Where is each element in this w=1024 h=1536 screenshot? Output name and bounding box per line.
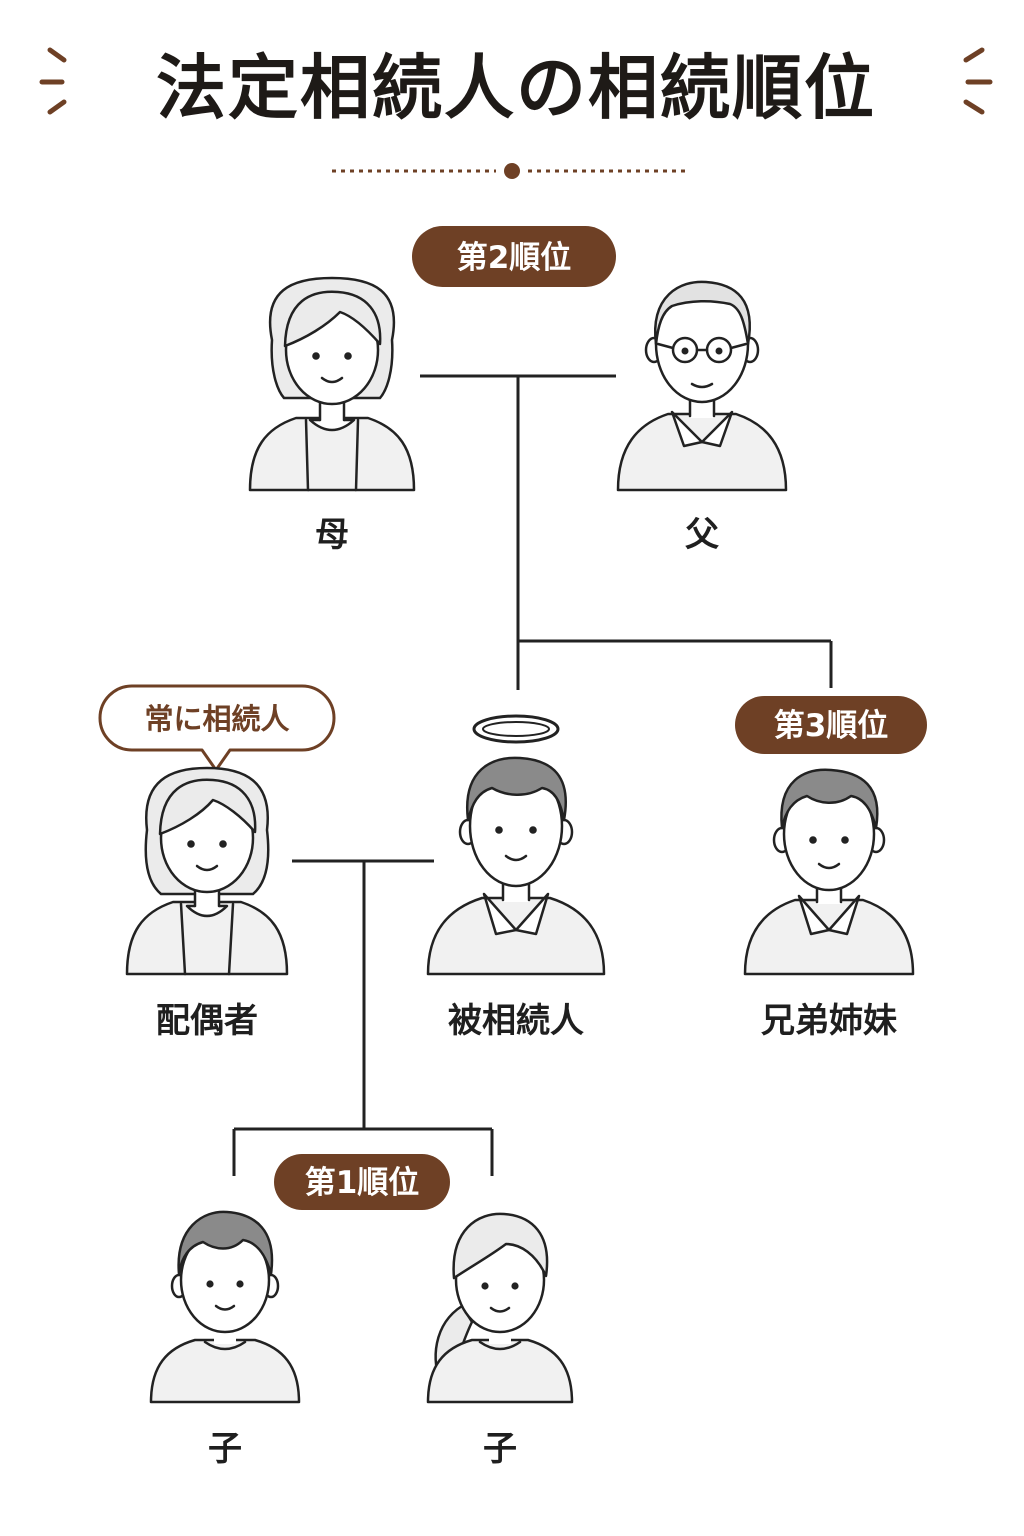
person-siblings: 兄弟姉妹 (743, 768, 915, 1041)
title-divider (332, 163, 690, 179)
child-1-label: 子 (208, 1429, 242, 1469)
father-avatar (616, 280, 788, 492)
siblings-avatar (743, 768, 915, 976)
badge-rank-3: 第3順位 (735, 696, 927, 754)
spouse-avatar (125, 766, 289, 976)
svg-text:第1順位: 第1順位 (305, 1165, 420, 1201)
svg-text:第2順位: 第2順位 (457, 240, 572, 276)
person-child-1: 子 (149, 1210, 301, 1469)
badge-rank-1: 第1順位 (274, 1154, 450, 1210)
person-father: 父 (616, 280, 788, 555)
person-child-2: 子 (426, 1212, 574, 1469)
child-1-avatar (149, 1210, 301, 1404)
title-decoration-right (963, 47, 993, 115)
siblings-label: 兄弟姉妹 (761, 1001, 897, 1041)
person-mother: 母 (248, 276, 416, 555)
page-title: 法定相続人の相続順位 (156, 47, 876, 129)
svg-text:第3順位: 第3順位 (774, 708, 889, 744)
deceased-label: 被相続人 (448, 1001, 584, 1041)
person-deceased: 被相続人 (426, 756, 606, 1041)
badge-rank-2: 第2順位 (412, 226, 616, 287)
mother-avatar (248, 276, 416, 492)
child-2-label: 子 (483, 1429, 517, 1469)
spouse-label: 配偶者 (156, 1001, 258, 1041)
father-label: 父 (685, 515, 719, 555)
person-spouse: 配偶者 (125, 766, 289, 1041)
svg-text:常に相続人: 常に相続人 (144, 702, 289, 736)
tree-lines (232, 374, 833, 1176)
child-2-avatar (426, 1212, 574, 1404)
halo-icon (472, 714, 560, 744)
mother-label: 母 (315, 515, 349, 555)
always-heir-bubble: 常に相続人 (98, 684, 336, 772)
title-decoration-left (39, 47, 67, 115)
deceased-avatar (426, 756, 606, 976)
